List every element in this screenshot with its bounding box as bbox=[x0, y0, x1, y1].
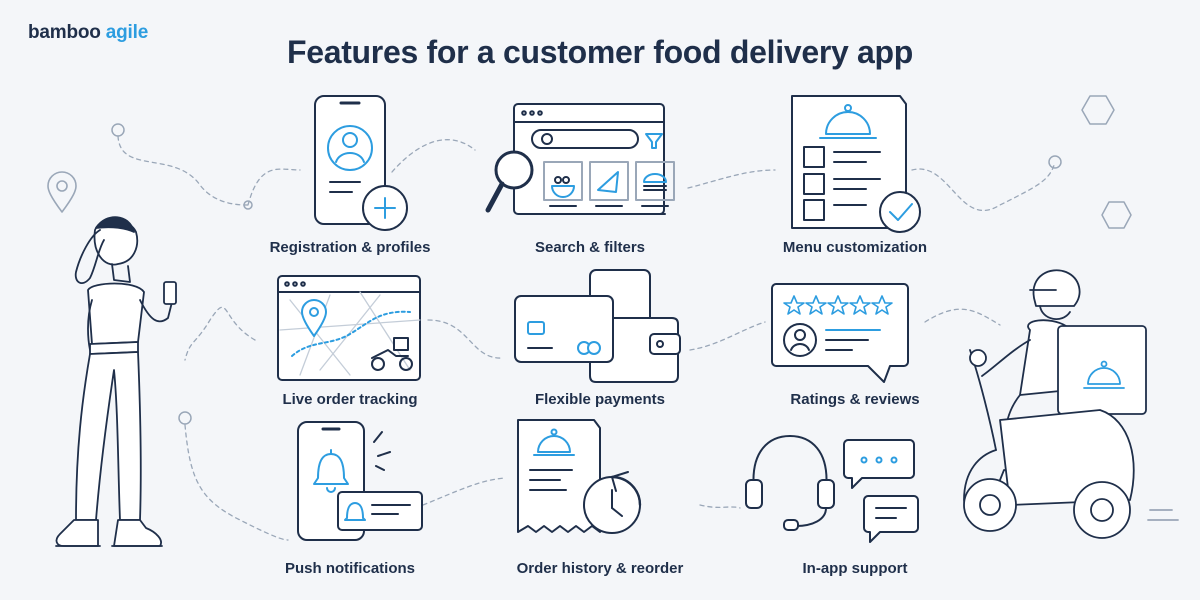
decor-circle-1 bbox=[111, 123, 125, 137]
page-title: Features for a customer food delivery ap… bbox=[286, 34, 914, 70]
receipt-clock-icon bbox=[517, 419, 642, 534]
decor-hexagon-1 bbox=[1081, 95, 1115, 125]
feature-label-support: In-app support bbox=[802, 560, 908, 577]
woman-illustration bbox=[55, 216, 177, 547]
brand-name-part1: bamboo bbox=[28, 22, 101, 43]
feature-label-payments: Flexible payments bbox=[534, 391, 666, 408]
decor-circle-2 bbox=[243, 200, 253, 210]
feature-label-tracking: Live order tracking bbox=[282, 391, 418, 408]
brand-name-part2: agile bbox=[105, 22, 149, 43]
phone-bell-icon bbox=[297, 421, 423, 541]
wallet-card-icon bbox=[514, 269, 681, 383]
courier-scooter-illustration bbox=[963, 269, 1179, 539]
browser-search-filter-icon bbox=[485, 103, 675, 215]
phone-profile-add-icon bbox=[314, 95, 408, 231]
brand-logo: bamboo agile bbox=[28, 22, 148, 44]
feature-label-push: Push notifications bbox=[284, 560, 415, 577]
decor-circle-4 bbox=[178, 411, 192, 425]
rating-stars bbox=[783, 295, 893, 315]
rating-review-icon bbox=[771, 283, 909, 383]
feature-label-ratings: Ratings & reviews bbox=[790, 391, 920, 408]
decor-circle-3 bbox=[1048, 155, 1062, 169]
map-tracking-icon bbox=[277, 275, 421, 381]
decor-hexagon-2 bbox=[1101, 201, 1132, 229]
feature-label-history: Order history & reorder bbox=[516, 560, 684, 577]
headset-chat-icon bbox=[745, 435, 919, 543]
feature-label-search: Search & filters bbox=[534, 239, 646, 256]
menu-checklist-icon bbox=[791, 95, 921, 233]
connector-lines bbox=[117, 135, 1056, 541]
feature-label-registration: Registration & profiles bbox=[269, 239, 431, 256]
feature-label-menu: Menu customization bbox=[782, 239, 928, 256]
location-pin-icon bbox=[47, 171, 77, 213]
